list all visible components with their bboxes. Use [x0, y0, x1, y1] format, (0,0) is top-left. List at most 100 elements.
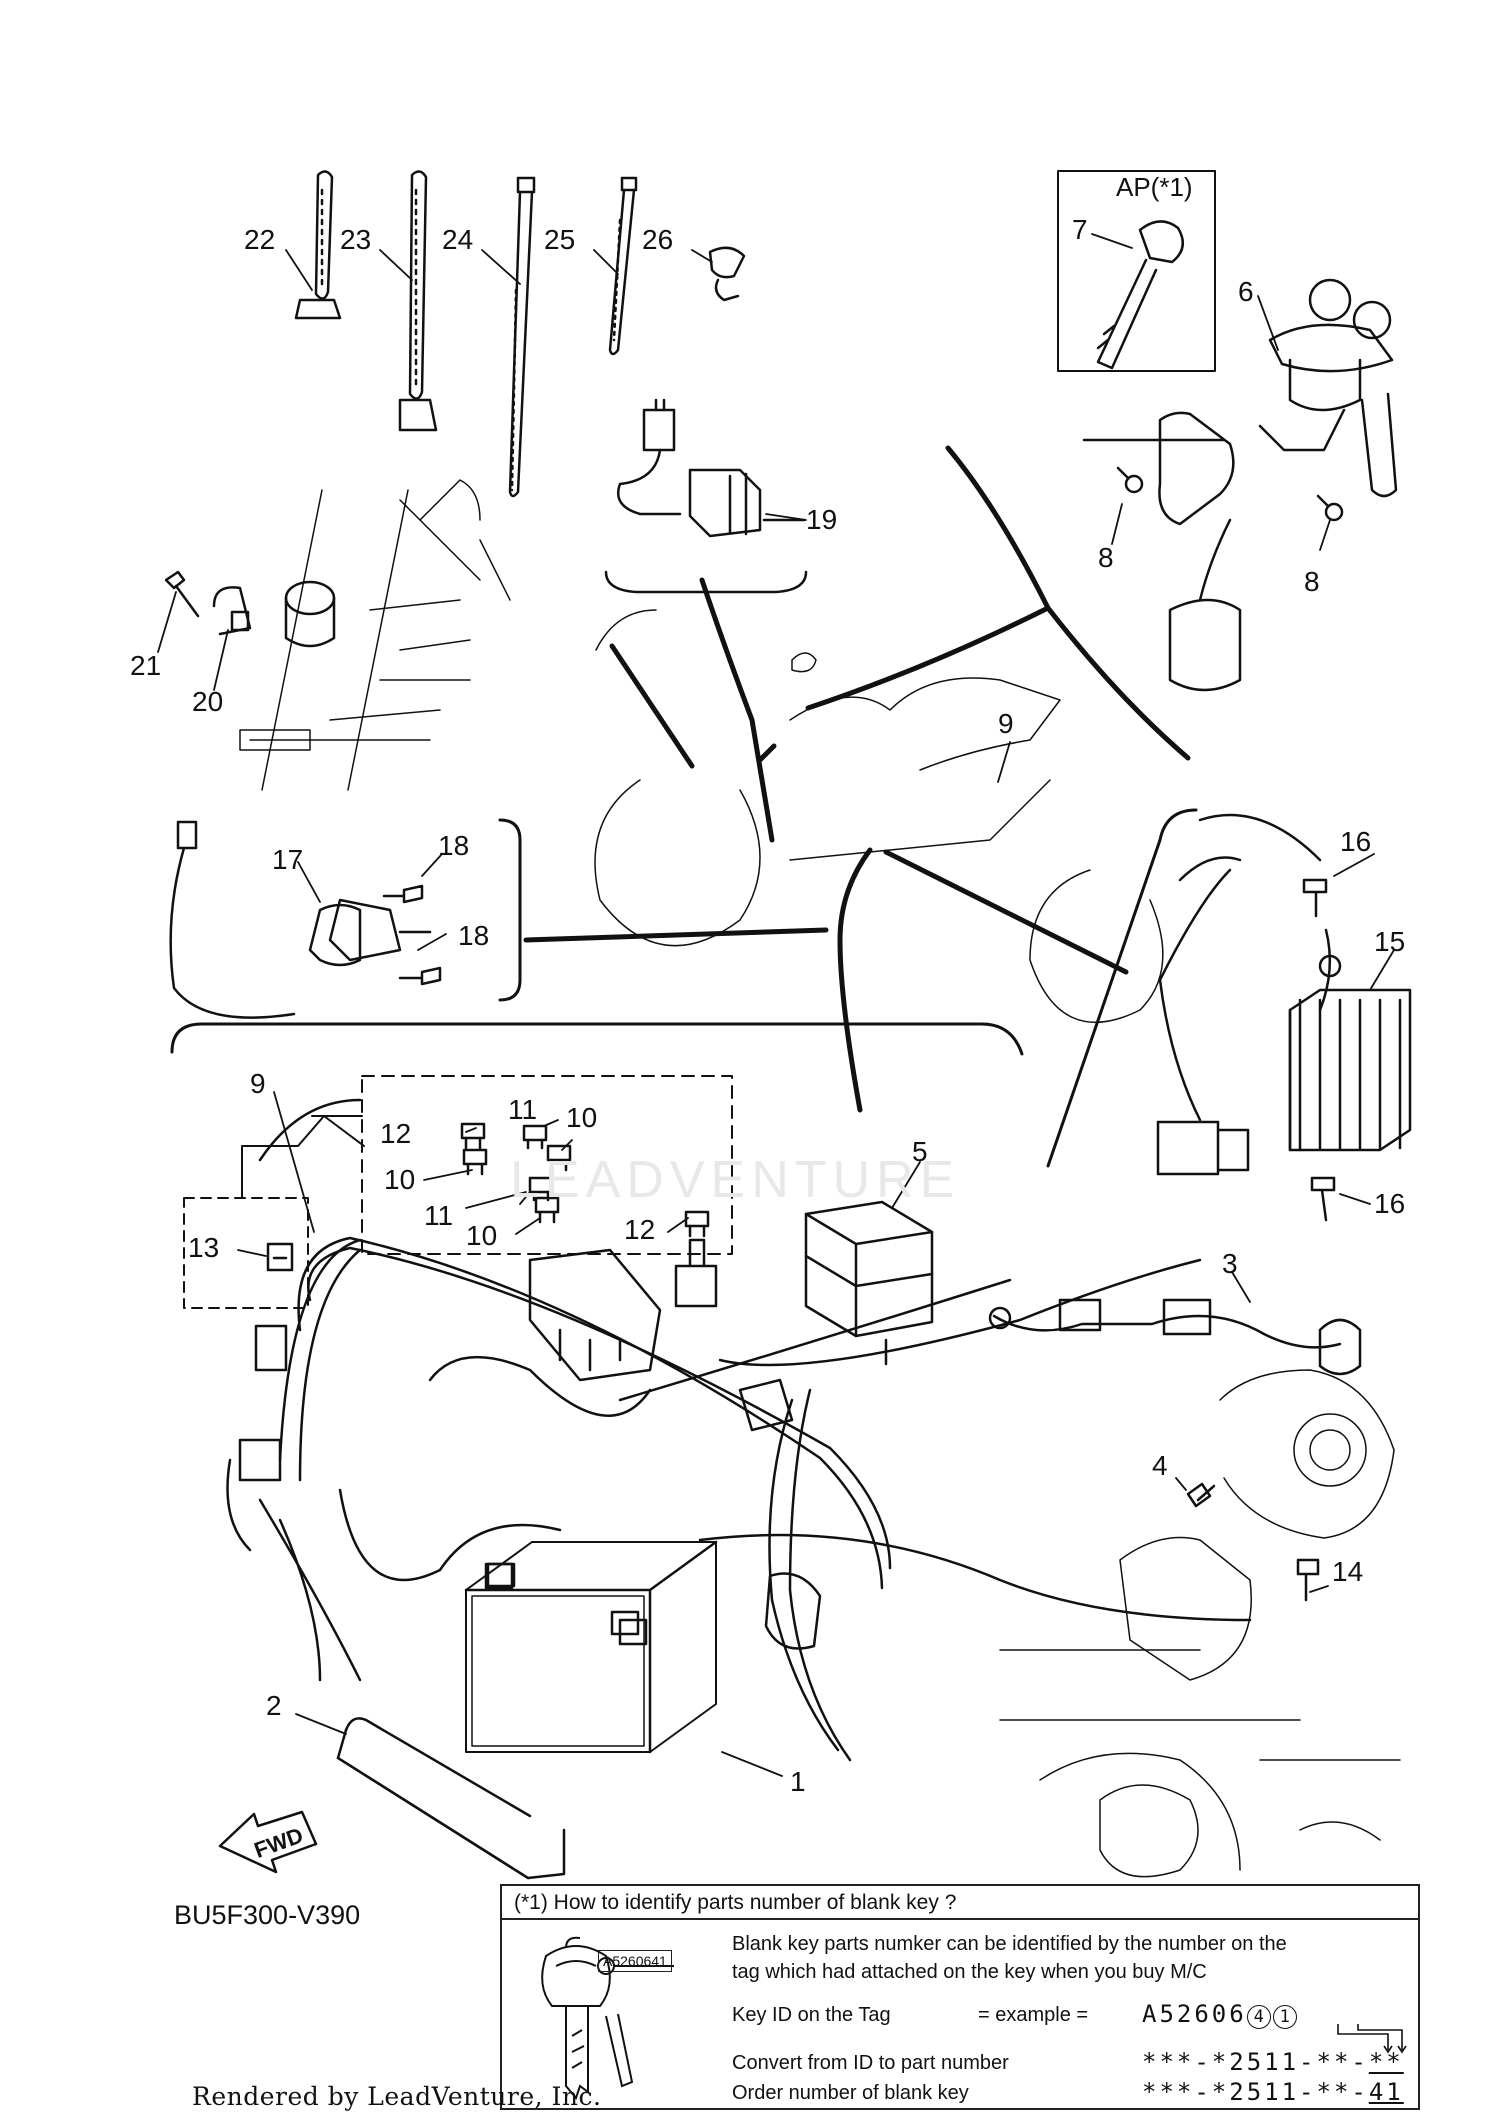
callout-11a: 11	[508, 1094, 538, 1125]
clip-26	[708, 246, 746, 302]
engine-area	[999, 1369, 1401, 1878]
detail-bracket-17	[498, 818, 522, 1002]
bolt-16a	[1302, 878, 1328, 918]
fuse-12a	[460, 1122, 486, 1150]
watermark-text: LEADVENTURE	[510, 1151, 961, 1209]
callout-16b: 16	[1374, 1188, 1406, 1219]
callout-8a: 8	[1098, 542, 1114, 573]
callout-5: 5	[912, 1136, 928, 1167]
callout-17: 17	[272, 844, 304, 875]
key-7	[1096, 220, 1185, 370]
wire-harness-9	[226, 1098, 1252, 1762]
starter-cable-3	[988, 1298, 1362, 1376]
fuse-13	[266, 1242, 294, 1272]
frame-detail-20-21	[239, 479, 511, 791]
convert-label: Convert from ID to part number	[732, 2052, 1009, 2074]
callout-25: 25	[544, 224, 576, 255]
key-tag-label: A5260641	[598, 1950, 672, 1972]
callout-11b: 11	[424, 1200, 454, 1231]
callout-12a: 12	[380, 1118, 412, 1149]
relay-5	[804, 1200, 934, 1366]
battery-1	[464, 1540, 718, 1754]
bolt-18a	[382, 884, 424, 904]
callout-24: 24	[442, 224, 474, 255]
callout-10b: 10	[384, 1164, 416, 1195]
key-desc-line-2: tag which had attached on the key when y…	[732, 1961, 1207, 1983]
key-id-prefix: A52606	[1142, 2000, 1247, 2028]
fuse-10c	[534, 1196, 560, 1224]
callout-23: 23	[340, 224, 372, 255]
fwd-arrow-icon: FWD	[218, 1810, 318, 1874]
screw-8b	[1316, 494, 1344, 522]
callout-18a: 18	[438, 830, 470, 861]
figure-code: BU5F300-V390	[174, 1900, 361, 1930]
fuse-group-box	[361, 1075, 733, 1255]
callout-9-left: 9	[250, 1068, 266, 1099]
screw-8a	[1116, 466, 1144, 494]
order-value-suffix: 41	[1368, 2078, 1404, 2106]
key-info-description: Blank key parts numker can be identified…	[732, 1930, 1412, 1986]
battery-band-2	[336, 1717, 566, 1880]
fuse-10b	[546, 1144, 572, 1172]
leader-lines	[523, 445, 1191, 1113]
bolt-21	[164, 570, 200, 618]
circled-digit-1: 1	[1272, 2005, 1297, 2029]
cable-tie-23	[398, 170, 438, 432]
clamp-20	[212, 580, 336, 648]
vehicle-silhouette	[594, 609, 1164, 1024]
callout-16a: 16	[1340, 826, 1372, 857]
detail-bracket-15	[1046, 808, 1198, 1168]
main-switch-6	[1082, 278, 1398, 692]
fuse-12b	[684, 1210, 710, 1238]
callout-8b: 8	[1304, 566, 1320, 597]
order-value: ***-*2511-**-41	[1142, 2078, 1404, 2106]
bolt-18b	[398, 966, 442, 986]
arrow-down-icon	[1337, 2024, 1407, 2054]
callout-7: 7	[1072, 214, 1088, 245]
key-tag-icon	[541, 1936, 674, 2101]
ap-box-label: AP(*1)	[1116, 172, 1193, 202]
callout-22: 22	[244, 224, 276, 255]
fuse-10a	[462, 1148, 488, 1176]
relay-17	[169, 820, 432, 1019]
callout-6: 6	[1238, 276, 1254, 307]
box-leaders	[241, 1115, 365, 1199]
order-value-prefix: ***-*2511-**-	[1142, 2078, 1369, 2106]
ap-key-box	[1057, 170, 1216, 372]
key-id-label: Key ID on the Tag	[732, 2004, 891, 2026]
cable-tie-24	[508, 176, 536, 498]
callout-3: 3	[1222, 1248, 1238, 1279]
callout-26: 26	[642, 224, 674, 255]
bolt-4	[1186, 1482, 1216, 1508]
callout-10a: 10	[566, 1102, 598, 1133]
callout-10c: 10	[466, 1220, 498, 1251]
convert-value: ***-*2511-**-**	[1142, 2048, 1404, 2076]
rectifier-15	[1156, 813, 1412, 1176]
callout-2: 2	[266, 1690, 282, 1721]
render-credit: Rendered by LeadVenture, Inc.	[192, 2082, 602, 2111]
callout-9-top: 9	[998, 708, 1014, 739]
callout-19: 19	[806, 504, 838, 535]
connector-19	[617, 398, 806, 538]
cable-tie-25	[608, 176, 638, 356]
callout-4: 4	[1152, 1450, 1168, 1481]
key-info-header: (*1) How to identify parts number of bla…	[502, 1886, 1418, 1920]
callout-1: 1	[790, 1766, 806, 1797]
connector-harness	[254, 1238, 822, 1650]
callout-20: 20	[192, 686, 224, 717]
example-label: = example =	[978, 2004, 1089, 2026]
key-desc-line-1: Blank key parts numker can be identified…	[732, 1933, 1287, 1955]
bolt-16b	[1310, 1176, 1336, 1222]
circled-digit-4: 4	[1246, 2005, 1271, 2029]
callout-18b: 18	[458, 920, 490, 951]
key-info-box: (*1) How to identify parts number of bla…	[500, 1884, 1420, 2110]
cable-tie-22	[294, 170, 342, 320]
fuse-13-box	[183, 1197, 309, 1309]
callout-leaders	[157, 233, 1395, 1777]
convert-value-suffix: **	[1368, 2048, 1404, 2076]
callout-14: 14	[1332, 1556, 1364, 1587]
bolt-14	[1296, 1558, 1320, 1602]
order-label: Order number of blank key	[732, 2082, 969, 2104]
